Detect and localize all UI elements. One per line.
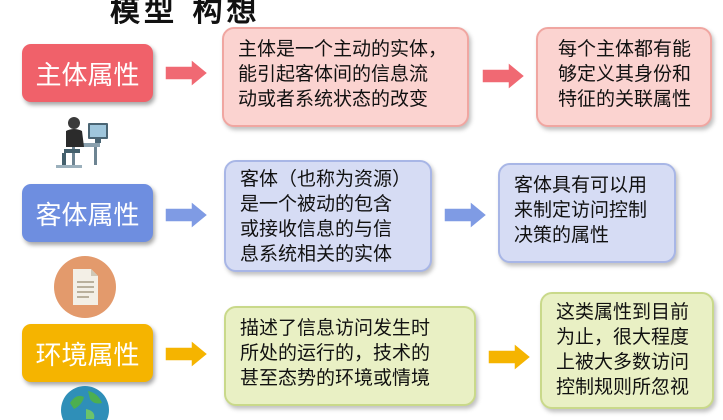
definition-line: 息系统相关的实体 xyxy=(240,243,393,265)
attribute-line: 上被大多数访问 xyxy=(556,351,690,373)
attribute-line: 这类属性到目前 xyxy=(556,301,690,323)
definition-line: 或接收信息的与信 xyxy=(240,218,393,240)
attribute-line: 决策的属性 xyxy=(514,224,610,246)
arrow-right-icon xyxy=(444,199,488,231)
object-definition-box: 客体（也称为资源） 是一个被动的包含 或接收信息的与信 息系统相关的实体 xyxy=(224,160,432,272)
arrow-right-icon xyxy=(165,338,209,370)
attribute-line: 每个主体都有能 xyxy=(558,38,692,60)
object-attribute-label: 客体属性 xyxy=(22,184,153,242)
object-attribute-box: 客体具有可以用 来制定访问控制 决策的属性 xyxy=(498,163,676,263)
arrow-right-icon xyxy=(488,341,532,373)
subject-attribute-box: 每个主体都有能 够定义其身份和 特征的关联属性 xyxy=(536,27,712,127)
subject-definition-box: 主体是一个主动的实体， 能引起客体间的信息流 动或者系统状态的改变 xyxy=(222,27,469,127)
definition-line: 能引起客体间的信息流 xyxy=(238,63,429,85)
definition-line: 甚至态势的环境或情境 xyxy=(240,367,431,389)
definition-line: 所处的运行的，技术的 xyxy=(240,342,431,364)
document-icon xyxy=(54,256,116,318)
attribute-line: 来制定访问控制 xyxy=(514,199,648,221)
page-title: 模型 构想 xyxy=(110,0,261,29)
attribute-line: 够定义其身份和 xyxy=(558,63,692,85)
arrow-right-icon xyxy=(482,60,526,92)
definition-line: 描述了信息访问发生时 xyxy=(240,317,431,339)
environment-attribute-box: 这类属性到目前 为止，很大程度 上被大多数访问 控制规则所忽视 xyxy=(540,292,714,409)
globe-icon xyxy=(61,386,109,420)
definition-line: 是一个被动的包含 xyxy=(240,193,393,215)
subject-attribute-label: 主体属性 xyxy=(22,44,153,102)
environment-attribute-label: 环境属性 xyxy=(22,324,153,382)
arrow-right-icon xyxy=(165,199,209,231)
environment-definition-box: 描述了信息访问发生时 所处的运行的，技术的 甚至态势的环境或情境 xyxy=(224,306,476,406)
arrow-right-icon xyxy=(165,57,209,89)
attribute-line: 控制规则所忽视 xyxy=(556,376,690,398)
definition-line: 客体（也称为资源） xyxy=(240,168,412,190)
definition-line: 主体是一个主动的实体， xyxy=(238,38,448,60)
attribute-line: 特征的关联属性 xyxy=(558,88,692,110)
definition-line: 动或者系统状态的改变 xyxy=(238,88,429,110)
attribute-line: 为止，很大程度 xyxy=(556,326,690,348)
user-at-computer-icon xyxy=(56,117,108,168)
attribute-line: 客体具有可以用 xyxy=(514,174,648,196)
